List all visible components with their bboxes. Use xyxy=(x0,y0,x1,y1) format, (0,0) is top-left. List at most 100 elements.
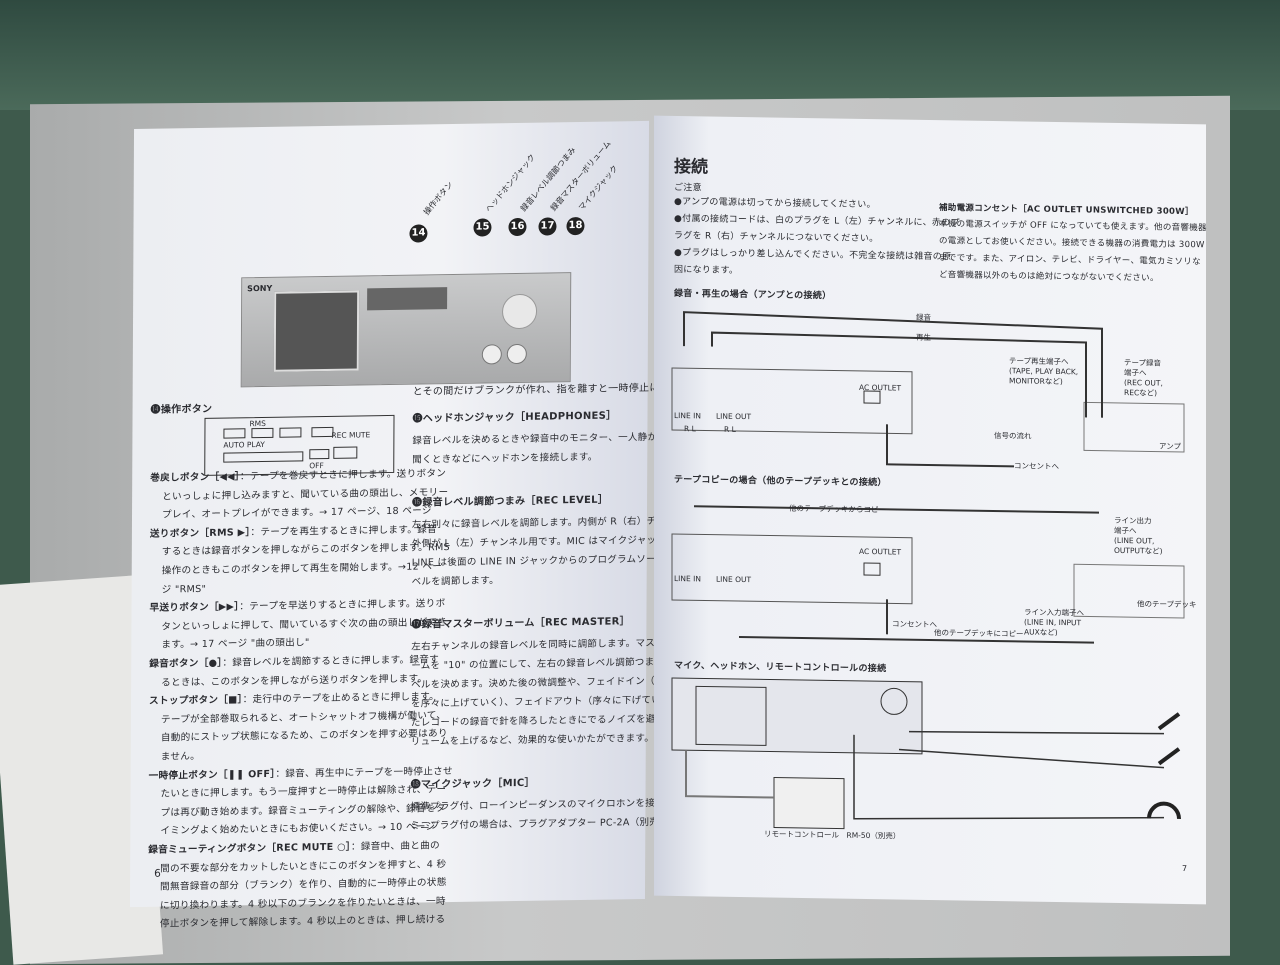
line-out-label: LINE OUT xyxy=(716,574,752,585)
rec-cable xyxy=(683,311,1103,418)
term-label: 録音ミューティングボタン［REC MUTE ○］ xyxy=(148,841,351,856)
button-panel-heading: ⓮操作ボタン xyxy=(150,403,213,416)
section-heading: ⓱録音マスターボリューム［REC MASTER］ xyxy=(411,616,630,631)
diagram2-wiring xyxy=(671,505,1185,644)
callout-18: 18 xyxy=(566,216,585,236)
rl-label: R L xyxy=(724,424,736,434)
remote-cable xyxy=(685,750,774,799)
callout-14: 14 xyxy=(409,224,428,243)
outlet-line: ど音響機器以外のものは絶対につながないでください。 xyxy=(939,270,1159,284)
line-in-label: LINE IN xyxy=(674,410,701,421)
text: 操作のときもこのボタンを押して再生を開始します。→12 ペー xyxy=(161,561,443,577)
section-heading: ⓲マイクジャック［MIC］ xyxy=(410,777,535,791)
tape-play-terminal-label: テープ再生端子へ (TAPE, PLAY BACK, MONITORなど) xyxy=(1009,356,1079,387)
ac-outlet-label: AC OUTLET xyxy=(859,546,902,557)
text: ：録音レベルを調節するときに押します。録音す xyxy=(222,654,440,669)
text: ます。→ 17 ページ "曲の頭出し" xyxy=(161,637,310,651)
mic-cable xyxy=(908,730,1165,735)
knob xyxy=(506,343,527,365)
text: ません。 xyxy=(160,750,201,763)
power-cable xyxy=(886,424,1014,468)
right-page: 接続 ご注意 ●アンプの電源は切ってから接続してください。●付属の接続コードは、… xyxy=(654,115,1207,905)
auto-play-label: AUTO PLAY xyxy=(223,439,265,450)
callout-16: 16 xyxy=(508,217,527,237)
text: ：走行中のテープを止めるときに押します。 xyxy=(242,691,440,706)
desk-background xyxy=(0,0,1280,110)
ac-outlet-socket xyxy=(863,562,881,576)
rec-label: 録音 xyxy=(916,312,931,323)
term-label: ストップボタン［■］ xyxy=(149,694,243,707)
headphone-cable xyxy=(853,734,1165,820)
section-heading: ⓯ヘッドホンジャック［HEADPHONES］ xyxy=(412,410,617,425)
diagram3-wiring xyxy=(671,677,1181,830)
term-label: 送りボタン［RMS ▶］ xyxy=(149,526,251,540)
text-line: 操作のときもこのボタンを押して再生を開始します。→12 ペー xyxy=(162,557,443,581)
ac-outlet-socket xyxy=(863,390,881,404)
text-line: ジ "RMS" xyxy=(162,579,207,600)
diagram1-wiring xyxy=(671,311,1185,468)
text-line: ベルを調節します。 xyxy=(411,575,499,588)
cassette-deck-front xyxy=(671,677,923,755)
to-outlet-label: コンセントへ xyxy=(1014,461,1059,472)
mic-cable xyxy=(898,748,1165,769)
text: に切り換わります。4 秒以下のブランクを作りたいときは、一時 xyxy=(159,895,446,912)
page-title: 接続 xyxy=(674,156,708,178)
callout-17: 17 xyxy=(538,217,557,236)
cassette-deck-photo: SONY xyxy=(240,272,572,388)
text: るときは、このボタンを押しながら送りボタンを押します。 xyxy=(161,673,428,689)
line-out-terminal-label: ライン出力 端子へ (LINE OUT, OUTPUTなど) xyxy=(1114,515,1163,556)
tape-rec-terminal-label: テープ録音 端子へ (REC OUT, RECなど) xyxy=(1124,358,1163,398)
caution-line: 因になります。 xyxy=(674,264,739,276)
text: するときは録音ボタンを押しながらこのボタンを押します。RMS xyxy=(161,542,450,558)
rl-label: R L xyxy=(684,424,696,434)
signal-flow-label: 信号の流れ xyxy=(994,431,1032,441)
amp-label: アンプ xyxy=(1159,441,1181,451)
knob xyxy=(501,293,538,330)
term-label: 一時停止ボタン［❚❚ OFF］ xyxy=(148,768,276,782)
deck-rear-panel xyxy=(671,367,913,435)
text: 停止ボタンを押して解除します。4 秒以上のときは、押し続ける xyxy=(159,914,446,931)
text: イミングよく始めたいときにもお使いください。→ 10 ページ xyxy=(160,821,436,837)
brand-logo: SONY xyxy=(247,283,273,294)
display-panel xyxy=(367,287,448,311)
master-knob xyxy=(880,687,908,715)
other-deck-label: 他のテープデッキ xyxy=(1137,599,1197,610)
copy-to-label: 他のテープデッキにコピー xyxy=(934,628,1024,639)
text-line: 自動的にストップ状態になるため、このボタンを押す必要はあり xyxy=(161,724,448,749)
text: プは再び動き始めます。録音ミューティングの解除や、録音をタ xyxy=(160,802,446,819)
remote-control xyxy=(773,777,845,830)
page-number: 6 xyxy=(154,867,162,880)
amp-box xyxy=(1083,401,1185,453)
text: 間の不要な部分をカットしたいときにこのボタンを押すと、4 秒 xyxy=(160,858,447,875)
text-line: 聞くときなどにヘッドホンを接続します。 xyxy=(412,451,598,466)
headphones-icon xyxy=(1147,801,1181,820)
text: ：録音中、曲と曲の xyxy=(350,840,440,853)
callout-15: 15 xyxy=(473,218,492,237)
knob xyxy=(481,344,502,365)
term-label: 録音ボタン［●］ xyxy=(149,657,223,670)
remote-label: リモートコントロール RM-50（別売） xyxy=(764,829,901,841)
text: 間無音録音の部分（ブランク）を作り、自動的に一時停止の状態 xyxy=(160,877,447,893)
text: プレイ、オートプレイができます。→ 17 ページ、18 ページ xyxy=(161,505,432,521)
text-line: リュームを上げるなど、効果的な使いかたができます。 xyxy=(410,732,655,748)
rec-mute-label: REC MUTE xyxy=(331,430,371,440)
line-in-terminal-label: ライン入力端子へ (LINE IN, INPUT AUXなど) xyxy=(1024,607,1084,638)
cassette-door xyxy=(695,685,767,746)
text: 自動的にストップ状態になるため、このボタンを押す必要はあり xyxy=(160,728,448,744)
text: たいときに押します。もう一度押すと一時停止は解除され、テー xyxy=(160,784,447,800)
microphone-icon xyxy=(1157,712,1181,731)
left-page: SONY 14 15 16 17 18 操作ボタン ヘッドホンジャック 録音レベ… xyxy=(129,120,731,930)
text: タンといっしょに押して、聞いているすぐ次の曲の頭出しができ xyxy=(161,616,448,633)
term-label: 巻戻しボタン［◀◀］ xyxy=(150,471,240,484)
play-cable xyxy=(711,331,1087,418)
microphone-icon xyxy=(1157,747,1181,766)
line-out-label: LINE OUT xyxy=(716,411,752,422)
text-line: ません。 xyxy=(161,747,200,768)
copy-from-cable xyxy=(694,505,1099,514)
deck-rear-panel xyxy=(671,533,913,605)
callout-label: 操作ボタン xyxy=(421,180,455,217)
other-deck-box xyxy=(1073,563,1185,619)
line-in-label: LINE IN xyxy=(674,573,701,584)
text: ：テープを早送りするときに押します。送りボ xyxy=(239,598,446,613)
text: ：テープを再生するときに押します。録音 xyxy=(250,524,437,538)
